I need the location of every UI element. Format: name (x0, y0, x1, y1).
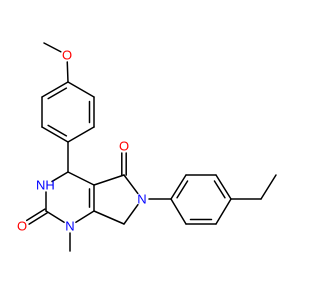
bond-n6-c7 (123, 203, 139, 225)
bond-b3-b4 (215, 174, 232, 200)
atom-background (16, 220, 28, 232)
bond-a4-a5-second (47, 124, 68, 137)
atom-label-layer: O O O N N NH (16, 48, 148, 234)
bond-a6-a1 (41, 81, 69, 98)
atom-label-o-ketone: O (119, 139, 129, 154)
bond-c2-o2 (26, 208, 46, 222)
atom-label-n-amide-ring: N (137, 192, 146, 207)
bond-c2-n1 (45, 210, 65, 224)
bond-c4-n3 (51, 171, 69, 183)
atom-background (118, 140, 130, 152)
atom-background (136, 193, 148, 205)
atom-background (61, 49, 73, 61)
bond-a6-a1-second (47, 87, 68, 100)
atom-label-o-methoxy: O (62, 48, 72, 63)
bond-c5-n6 (123, 174, 139, 195)
atom-background (64, 220, 76, 232)
bond-b1-b2-second (176, 180, 189, 199)
bond-b4-b5 (215, 198, 232, 225)
bond-b6-b1 (170, 198, 187, 225)
atom-label-n-methyl: N (65, 219, 74, 234)
bond-c4a-c4 (67, 171, 95, 186)
bond-b1-b2 (170, 174, 187, 200)
bond-c2-o2-second (28, 212, 48, 225)
bond-b3-b4-second (213, 180, 226, 199)
bond-layer (26, 42, 277, 252)
bond-n1-c7a (75, 210, 95, 224)
bond-a4-a5 (41, 126, 69, 143)
molecule-structure: O O O N N NH (16, 42, 277, 252)
atom-label-o-urea: O (17, 219, 27, 234)
bond-me1-o1 (43, 42, 62, 53)
atom-background (40, 179, 52, 191)
bond-o1-a1 (66, 61, 69, 83)
bond-c7-c7a (93, 210, 125, 225)
bond-a1-a2 (67, 81, 95, 98)
bond-a3-a4 (67, 126, 95, 143)
bond-et1-et2 (260, 174, 277, 200)
atom-label-nh: NH (36, 178, 55, 193)
bond-c4a-c5 (93, 174, 125, 186)
